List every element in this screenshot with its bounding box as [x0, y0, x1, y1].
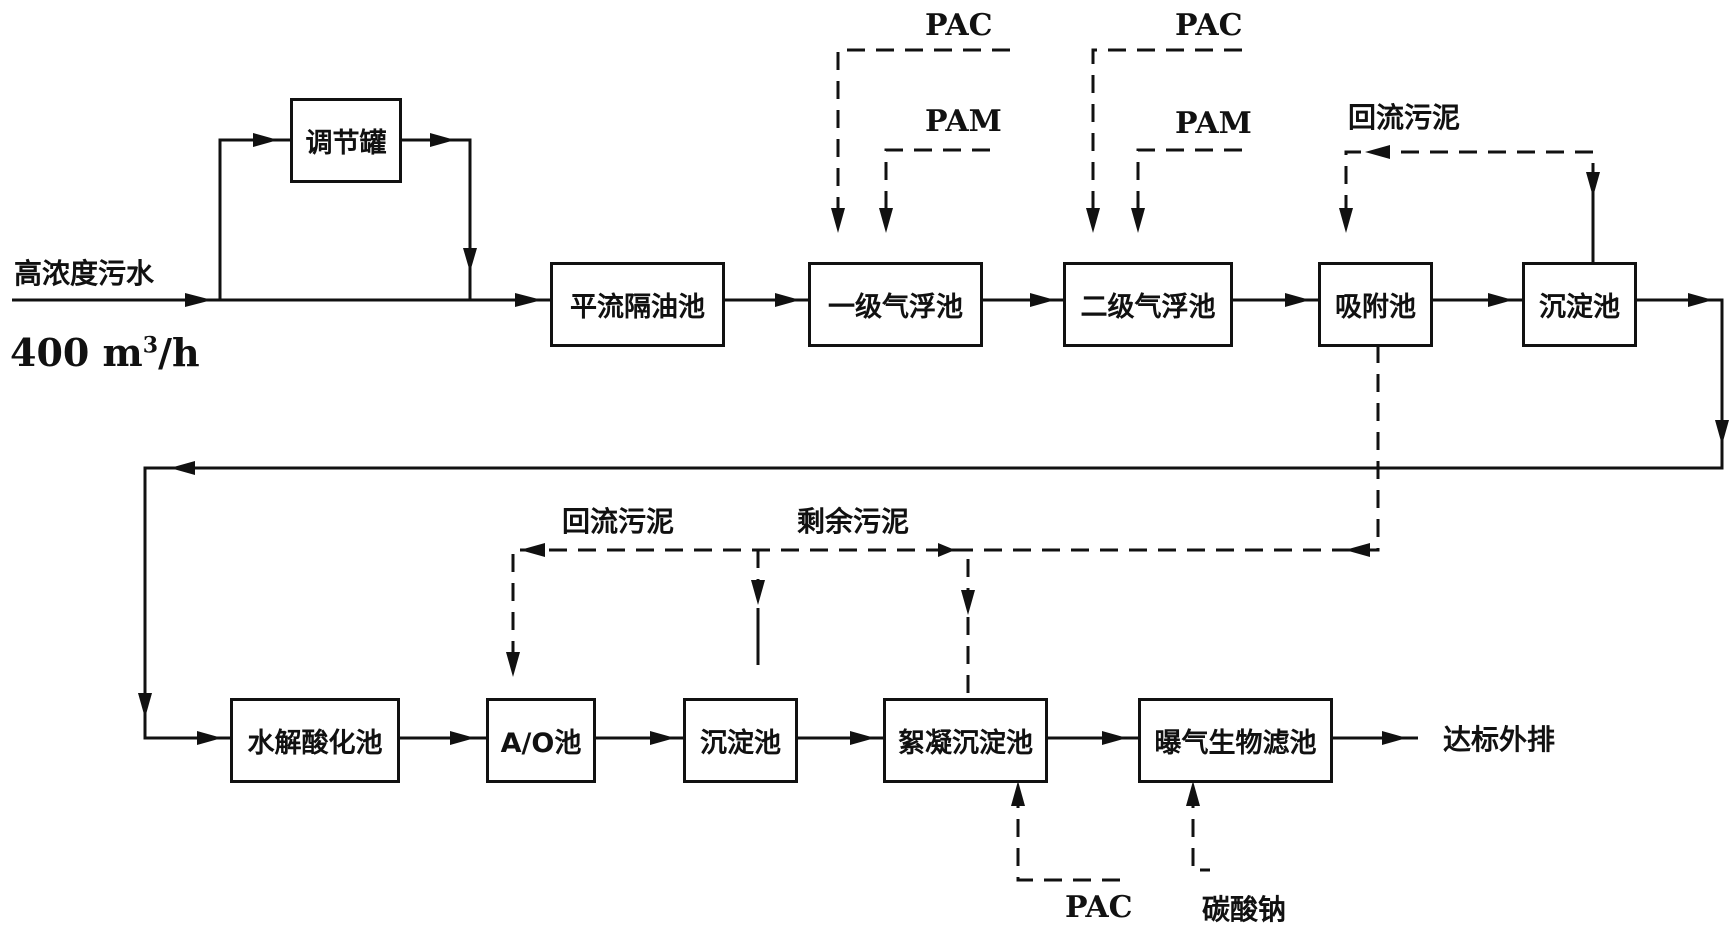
arrow-icon [1285, 293, 1310, 307]
arrow-icon [1102, 731, 1127, 745]
unit-label: 絮凝沉淀池 [898, 728, 1033, 759]
arrow-icon [850, 731, 875, 745]
arrow-icon [138, 693, 152, 718]
return-sludge-top-line [1344, 150, 1595, 222]
unit-oil-separator: 平流隔油池 [550, 262, 725, 347]
chem-label-soda: 碳酸钠 [1202, 893, 1287, 926]
flow-value: 400 m [10, 330, 143, 375]
chem-label-pam-2: PAM [1175, 106, 1252, 141]
unit-label: A/O池 [500, 728, 582, 759]
arrow-icon [1131, 208, 1145, 233]
unit-ao-tank: A/O池 [486, 698, 596, 783]
arrow-icon [197, 731, 222, 745]
arrow-icon [879, 208, 893, 233]
excess-sludge-line [948, 548, 970, 698]
arrow-icon [170, 461, 195, 475]
flow-arrows [138, 133, 1729, 806]
return-sludge-bottom-line [511, 548, 1350, 655]
arrow-icon [515, 293, 542, 307]
flow-exponent: 3 [142, 332, 159, 359]
arrow-icon [1365, 145, 1390, 159]
arrow-icon [1030, 293, 1055, 307]
unit-baf: 曝气生物滤池 [1138, 698, 1333, 783]
arrow-icon [1715, 420, 1729, 445]
flow-line-crossover [143, 298, 1724, 740]
adsorption-sludge-line [1350, 345, 1380, 552]
arrow-icon [1345, 543, 1370, 557]
dosing-line-pam-1 [884, 148, 990, 222]
unit-label: 一级气浮池 [828, 292, 963, 323]
arrow-icon [938, 543, 955, 557]
unit-label: 曝气生物滤池 [1154, 728, 1317, 759]
dosing-line-soda [1191, 790, 1210, 872]
unit-label: 吸附池 [1335, 292, 1416, 323]
dosing-line-pac-2 [1091, 48, 1242, 222]
effluent-label: 达标外排 [1443, 723, 1556, 756]
arrow-icon [506, 652, 520, 677]
influent-label: 高浓度污水 [14, 257, 155, 290]
unit-label: 平流隔油池 [570, 292, 705, 323]
unit-label: 沉淀池 [1539, 292, 1620, 323]
arrow-icon [961, 590, 975, 615]
unit-adsorption: 吸附池 [1318, 262, 1433, 347]
sludge-label-return-top: 回流污泥 [1348, 101, 1461, 134]
unit-regulating-tank: 调节罐 [290, 98, 402, 183]
chem-label-pam-1: PAM [925, 104, 1002, 139]
sludge-label-return-bottom: 回流污泥 [562, 505, 675, 538]
arrow-icon [185, 293, 212, 307]
unit-flotation-1: 一级气浮池 [808, 262, 983, 347]
arrow-icon [1011, 781, 1025, 806]
arrow-icon [520, 543, 545, 557]
arrow-icon [1186, 781, 1200, 806]
chem-label-pac-3: PAC [1065, 890, 1133, 925]
arrow-icon [1688, 293, 1713, 307]
arrow-icon [1586, 172, 1600, 197]
unit-label: 沉淀池 [700, 728, 781, 759]
influent-flow-rate: 400 m3/h [10, 330, 200, 375]
unit-sedimentation-1: 沉淀池 [1522, 262, 1637, 347]
chem-label-pac-2: PAC [1175, 8, 1243, 43]
arrow-icon [463, 248, 477, 272]
arrow-icon [253, 133, 278, 147]
arrow-icon [1086, 208, 1100, 233]
unit-label: 水解酸化池 [247, 728, 383, 759]
arrow-icon [430, 133, 455, 147]
flow-unit: /h [158, 330, 200, 375]
dosing-line-pac-3 [1016, 790, 1122, 882]
arrow-icon [775, 293, 800, 307]
arrow-icon [1382, 731, 1407, 745]
unit-sedimentation-2: 沉淀池 [683, 698, 798, 783]
flow-line-tank-return [400, 138, 472, 300]
chem-label-pac-1: PAC [925, 8, 993, 43]
unit-label: 调节罐 [305, 128, 387, 159]
arrow-icon [1339, 208, 1353, 233]
arrow-icon [751, 580, 765, 605]
unit-flotation-2: 二级气浮池 [1063, 262, 1233, 347]
arrow-icon [831, 208, 845, 233]
dosing-line-pam-2 [1136, 148, 1242, 222]
unit-label: 二级气浮池 [1080, 292, 1216, 323]
arrow-icon [450, 731, 475, 745]
unit-coagulation: 絮凝沉淀池 [883, 698, 1048, 783]
flow-line-bypass-to-tank [218, 138, 290, 300]
arrow-icon [1488, 293, 1513, 307]
arrow-icon [650, 731, 675, 745]
unit-hydrolysis: 水解酸化池 [230, 698, 400, 783]
sludge-label-excess: 剩余污泥 [797, 505, 910, 538]
